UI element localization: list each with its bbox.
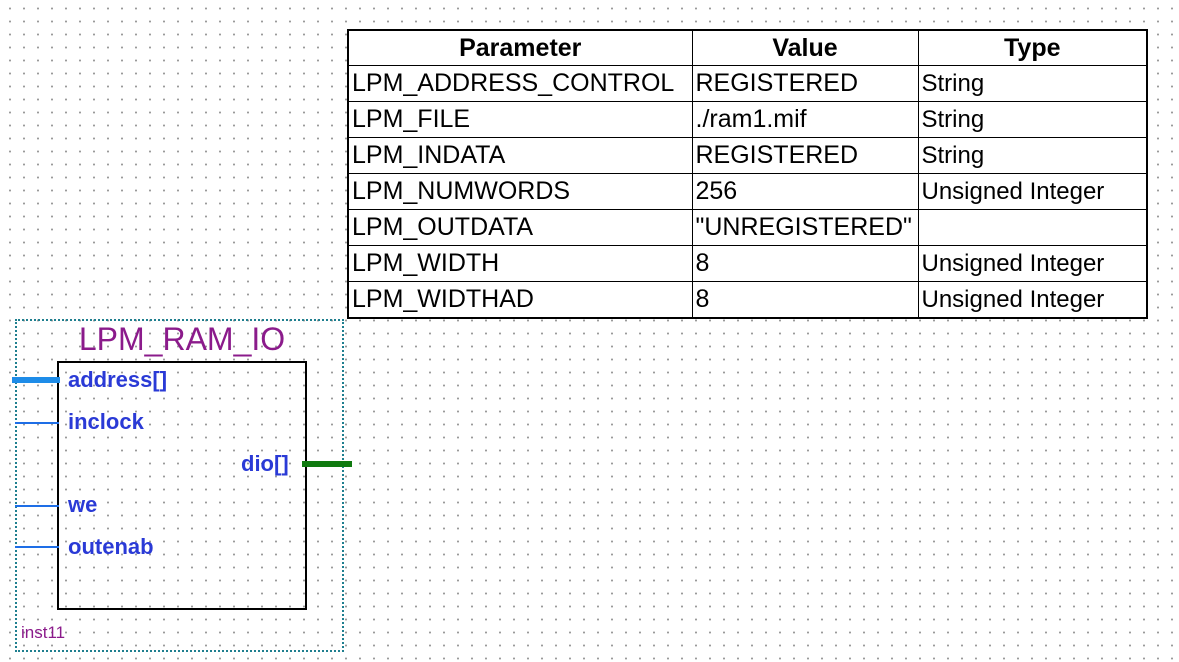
- table-row[interactable]: LPM_ADDRESS_CONTROL REGISTERED String: [347, 65, 1148, 102]
- table-row[interactable]: LPM_OUTDATA "UNREGISTERED": [347, 209, 1148, 246]
- param-name[interactable]: LPM_WIDTHAD: [347, 281, 693, 319]
- param-value[interactable]: "UNREGISTERED": [691, 209, 919, 246]
- table-header-row: Parameter Value Type: [347, 29, 1148, 66]
- param-name[interactable]: LPM_OUTDATA: [347, 209, 693, 246]
- param-name[interactable]: LPM_WIDTH: [347, 245, 693, 282]
- param-type: Unsigned Integer: [917, 245, 1148, 282]
- table-row[interactable]: LPM_FILE ./ram1.mif String: [347, 101, 1148, 138]
- pin-outenab-label: outenab: [68, 534, 154, 559]
- outenab-wire[interactable]: [15, 546, 59, 548]
- header-type: Type: [917, 29, 1148, 66]
- table-row[interactable]: LPM_WIDTHAD 8 Unsigned Integer: [347, 281, 1148, 319]
- param-value[interactable]: REGISTERED: [691, 137, 919, 174]
- table-row[interactable]: LPM_INDATA REGISTERED String: [347, 137, 1148, 174]
- param-type: String: [917, 65, 1148, 102]
- address-bus-wire[interactable]: [12, 377, 60, 383]
- param-name[interactable]: LPM_FILE: [347, 101, 693, 138]
- header-value: Value: [691, 29, 919, 66]
- param-name[interactable]: LPM_NUMWORDS: [347, 173, 693, 210]
- param-type: Unsigned Integer: [917, 173, 1148, 210]
- param-name[interactable]: LPM_INDATA: [347, 137, 693, 174]
- param-value[interactable]: 8: [691, 281, 919, 319]
- param-value[interactable]: 8: [691, 245, 919, 282]
- inclock-wire[interactable]: [15, 422, 59, 424]
- param-type: String: [917, 101, 1148, 138]
- instance-label: inst11: [21, 623, 66, 642]
- symbol-title: LPM_RAM_IO: [78, 321, 286, 357]
- pin-we-label: we: [68, 492, 98, 517]
- symbol-selection-frame[interactable]: [15, 319, 344, 652]
- param-name[interactable]: LPM_ADDRESS_CONTROL: [347, 65, 693, 102]
- table-row[interactable]: LPM_WIDTH 8 Unsigned Integer: [347, 245, 1148, 282]
- header-parameter: Parameter: [347, 29, 693, 66]
- param-type: Unsigned Integer: [917, 281, 1148, 319]
- pin-dio-label: dio[]: [241, 451, 289, 476]
- param-value[interactable]: ./ram1.mif: [691, 101, 919, 138]
- lpm-ram-io-block[interactable]: [57, 361, 307, 610]
- parameter-table: Parameter Value Type LPM_ADDRESS_CONTROL…: [347, 29, 1148, 319]
- param-type: String: [917, 137, 1148, 174]
- param-value[interactable]: 256: [691, 173, 919, 210]
- table-row[interactable]: LPM_NUMWORDS 256 Unsigned Integer: [347, 173, 1148, 210]
- param-type: [917, 209, 1148, 246]
- pin-address-label: address[]: [68, 367, 168, 392]
- dio-bus-wire[interactable]: [302, 461, 352, 467]
- we-wire[interactable]: [15, 505, 59, 507]
- pin-inclock-label: inclock: [68, 409, 144, 434]
- param-value[interactable]: REGISTERED: [691, 65, 919, 102]
